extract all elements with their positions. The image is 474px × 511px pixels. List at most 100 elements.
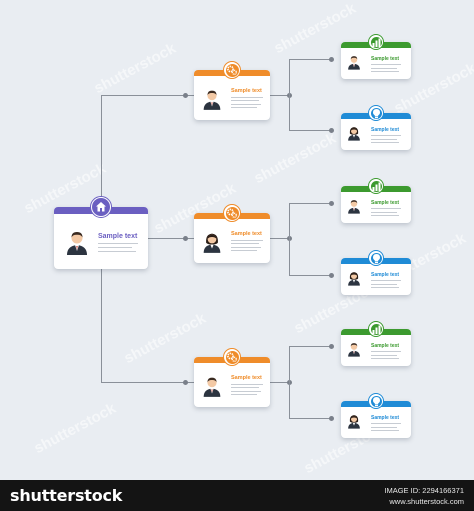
chart-icon	[371, 324, 382, 335]
businessman-icon	[67, 232, 87, 255]
connector-dot	[182, 380, 188, 385]
root-badge	[90, 196, 112, 218]
branch-card-2-badge	[223, 204, 241, 222]
footer-brand: shutterstock	[10, 486, 123, 505]
branch-card-1-text-line	[231, 100, 259, 101]
lightbulb-icon	[371, 396, 382, 407]
leaf-card-3-2-title: Sample text	[371, 415, 400, 421]
branch-card-3-text-line	[231, 383, 263, 385]
businessman-icon	[202, 88, 222, 115]
branch-card-2-text-line	[231, 246, 261, 248]
businesswoman-icon	[347, 413, 361, 434]
leaf-card-3-2-badge	[368, 393, 384, 409]
chart-icon	[371, 181, 382, 192]
leaf-card-1-2: Sample text	[341, 105, 411, 150]
leaf-card-2-2-title: Sample text	[371, 272, 400, 278]
watermark-text: shutterstock	[91, 39, 179, 98]
footer-meta: IMAGE ID: 2294166371 www.shutterstock.co…	[384, 485, 464, 507]
leaf-card-2-2-text-line	[371, 287, 399, 288]
root-title: Sample text	[98, 233, 138, 240]
leaf-card-2-1-text-line	[371, 215, 399, 216]
connector-dot	[328, 273, 334, 278]
leaf-card-1-1-text-line	[371, 64, 401, 65]
branch-card-3-badge	[223, 348, 241, 366]
leaf-card-2-1-title: Sample text	[371, 200, 400, 206]
leaf-card-3-1-text-line	[371, 351, 401, 352]
leaf-card-3-2-text-line	[371, 430, 399, 431]
root-text-line-1	[98, 243, 138, 244]
leaf-card-1-2-badge	[368, 105, 384, 121]
branch-card-3-text-line	[231, 390, 261, 392]
child-trunk-line	[289, 59, 290, 130]
leaf-card-1-1-text-line	[371, 67, 397, 69]
watermark-text: shutterstock	[251, 129, 339, 188]
branch-card-3-text-line	[231, 394, 257, 395]
gears-icon	[226, 64, 238, 76]
leaf-card-3-1: Sample text	[341, 321, 411, 366]
leaf-card-3-1-text-line	[371, 354, 397, 356]
branch-card-1-text-line	[231, 107, 257, 108]
businessman-icon	[202, 375, 222, 402]
connector-dot	[328, 128, 334, 133]
leaf-card-2-2-text-line	[371, 280, 401, 281]
child-trunk-line	[289, 346, 290, 418]
leaf-card-3-1-title: Sample text	[371, 343, 400, 349]
branch-card-1-text-line	[231, 103, 261, 105]
connector-dot	[328, 416, 334, 421]
connector-dot	[182, 236, 188, 241]
connector-dot	[328, 57, 334, 62]
leaf-card-2-2-badge	[368, 250, 384, 266]
leaf-card-1-1-title: Sample text	[371, 56, 400, 62]
gears-icon	[226, 351, 238, 363]
leaf-card-2-2: Sample text	[341, 250, 411, 295]
image-id: IMAGE ID: 2294166371	[384, 486, 464, 495]
leaf-card-3-2: Sample text	[341, 393, 411, 438]
branch-card-1-title: Sample text	[231, 88, 262, 94]
branch-connector	[101, 382, 194, 383]
leaf-card-2-1: Sample text	[341, 178, 411, 223]
branch-out-line	[270, 95, 289, 96]
leaf-card-1-1: Sample text	[341, 34, 411, 79]
root-card: Sample text	[54, 196, 148, 269]
businesswoman-icon	[347, 125, 361, 146]
businesswoman-icon	[202, 231, 222, 258]
branch-out-line	[270, 238, 289, 239]
branch-card-2-title: Sample text	[231, 231, 262, 237]
branch-card-2: Sample text	[194, 204, 270, 263]
branch-connector	[101, 95, 194, 96]
leaf-connector	[289, 275, 331, 276]
lightbulb-icon	[371, 253, 382, 264]
chart-icon	[371, 37, 382, 48]
leaf-card-3-1-badge	[368, 321, 384, 337]
branch-card-2-text-line	[231, 243, 259, 244]
leaf-card-1-1-badge	[368, 34, 384, 50]
leaf-card-3-2-text-line	[371, 426, 397, 428]
businessman-icon	[347, 198, 361, 219]
leaf-card-1-2-text-line	[371, 138, 397, 140]
businessman-icon	[347, 54, 361, 75]
businessman-icon	[347, 341, 361, 362]
branch-card-2-text-line	[231, 250, 257, 251]
leaf-card-2-1-text-line	[371, 208, 401, 209]
root-text-line-3	[98, 251, 136, 252]
leaf-card-1-2-title: Sample text	[371, 127, 400, 133]
root-text-line-2	[98, 247, 132, 248]
branch-card-1-badge	[223, 61, 241, 79]
leaf-connector	[289, 418, 331, 419]
lightbulb-icon	[371, 108, 382, 119]
child-trunk-line	[289, 203, 290, 275]
branch-card-1: Sample text	[194, 61, 270, 120]
branch-card-3-title: Sample text	[231, 375, 262, 381]
leaf-card-2-1-text-line	[371, 211, 397, 213]
leaf-card-2-2-text-line	[371, 283, 397, 285]
businesswoman-icon	[347, 270, 361, 291]
leaf-card-1-2-text-line	[371, 142, 399, 143]
leaf-connector	[289, 346, 331, 347]
branch-card-3: Sample text	[194, 348, 270, 407]
leaf-connector	[289, 59, 331, 60]
branch-card-2-text-line	[231, 239, 263, 241]
leaf-card-1-2-text-line	[371, 135, 401, 136]
branch-out-line	[270, 382, 289, 383]
branch-card-3-text-line	[231, 387, 259, 388]
